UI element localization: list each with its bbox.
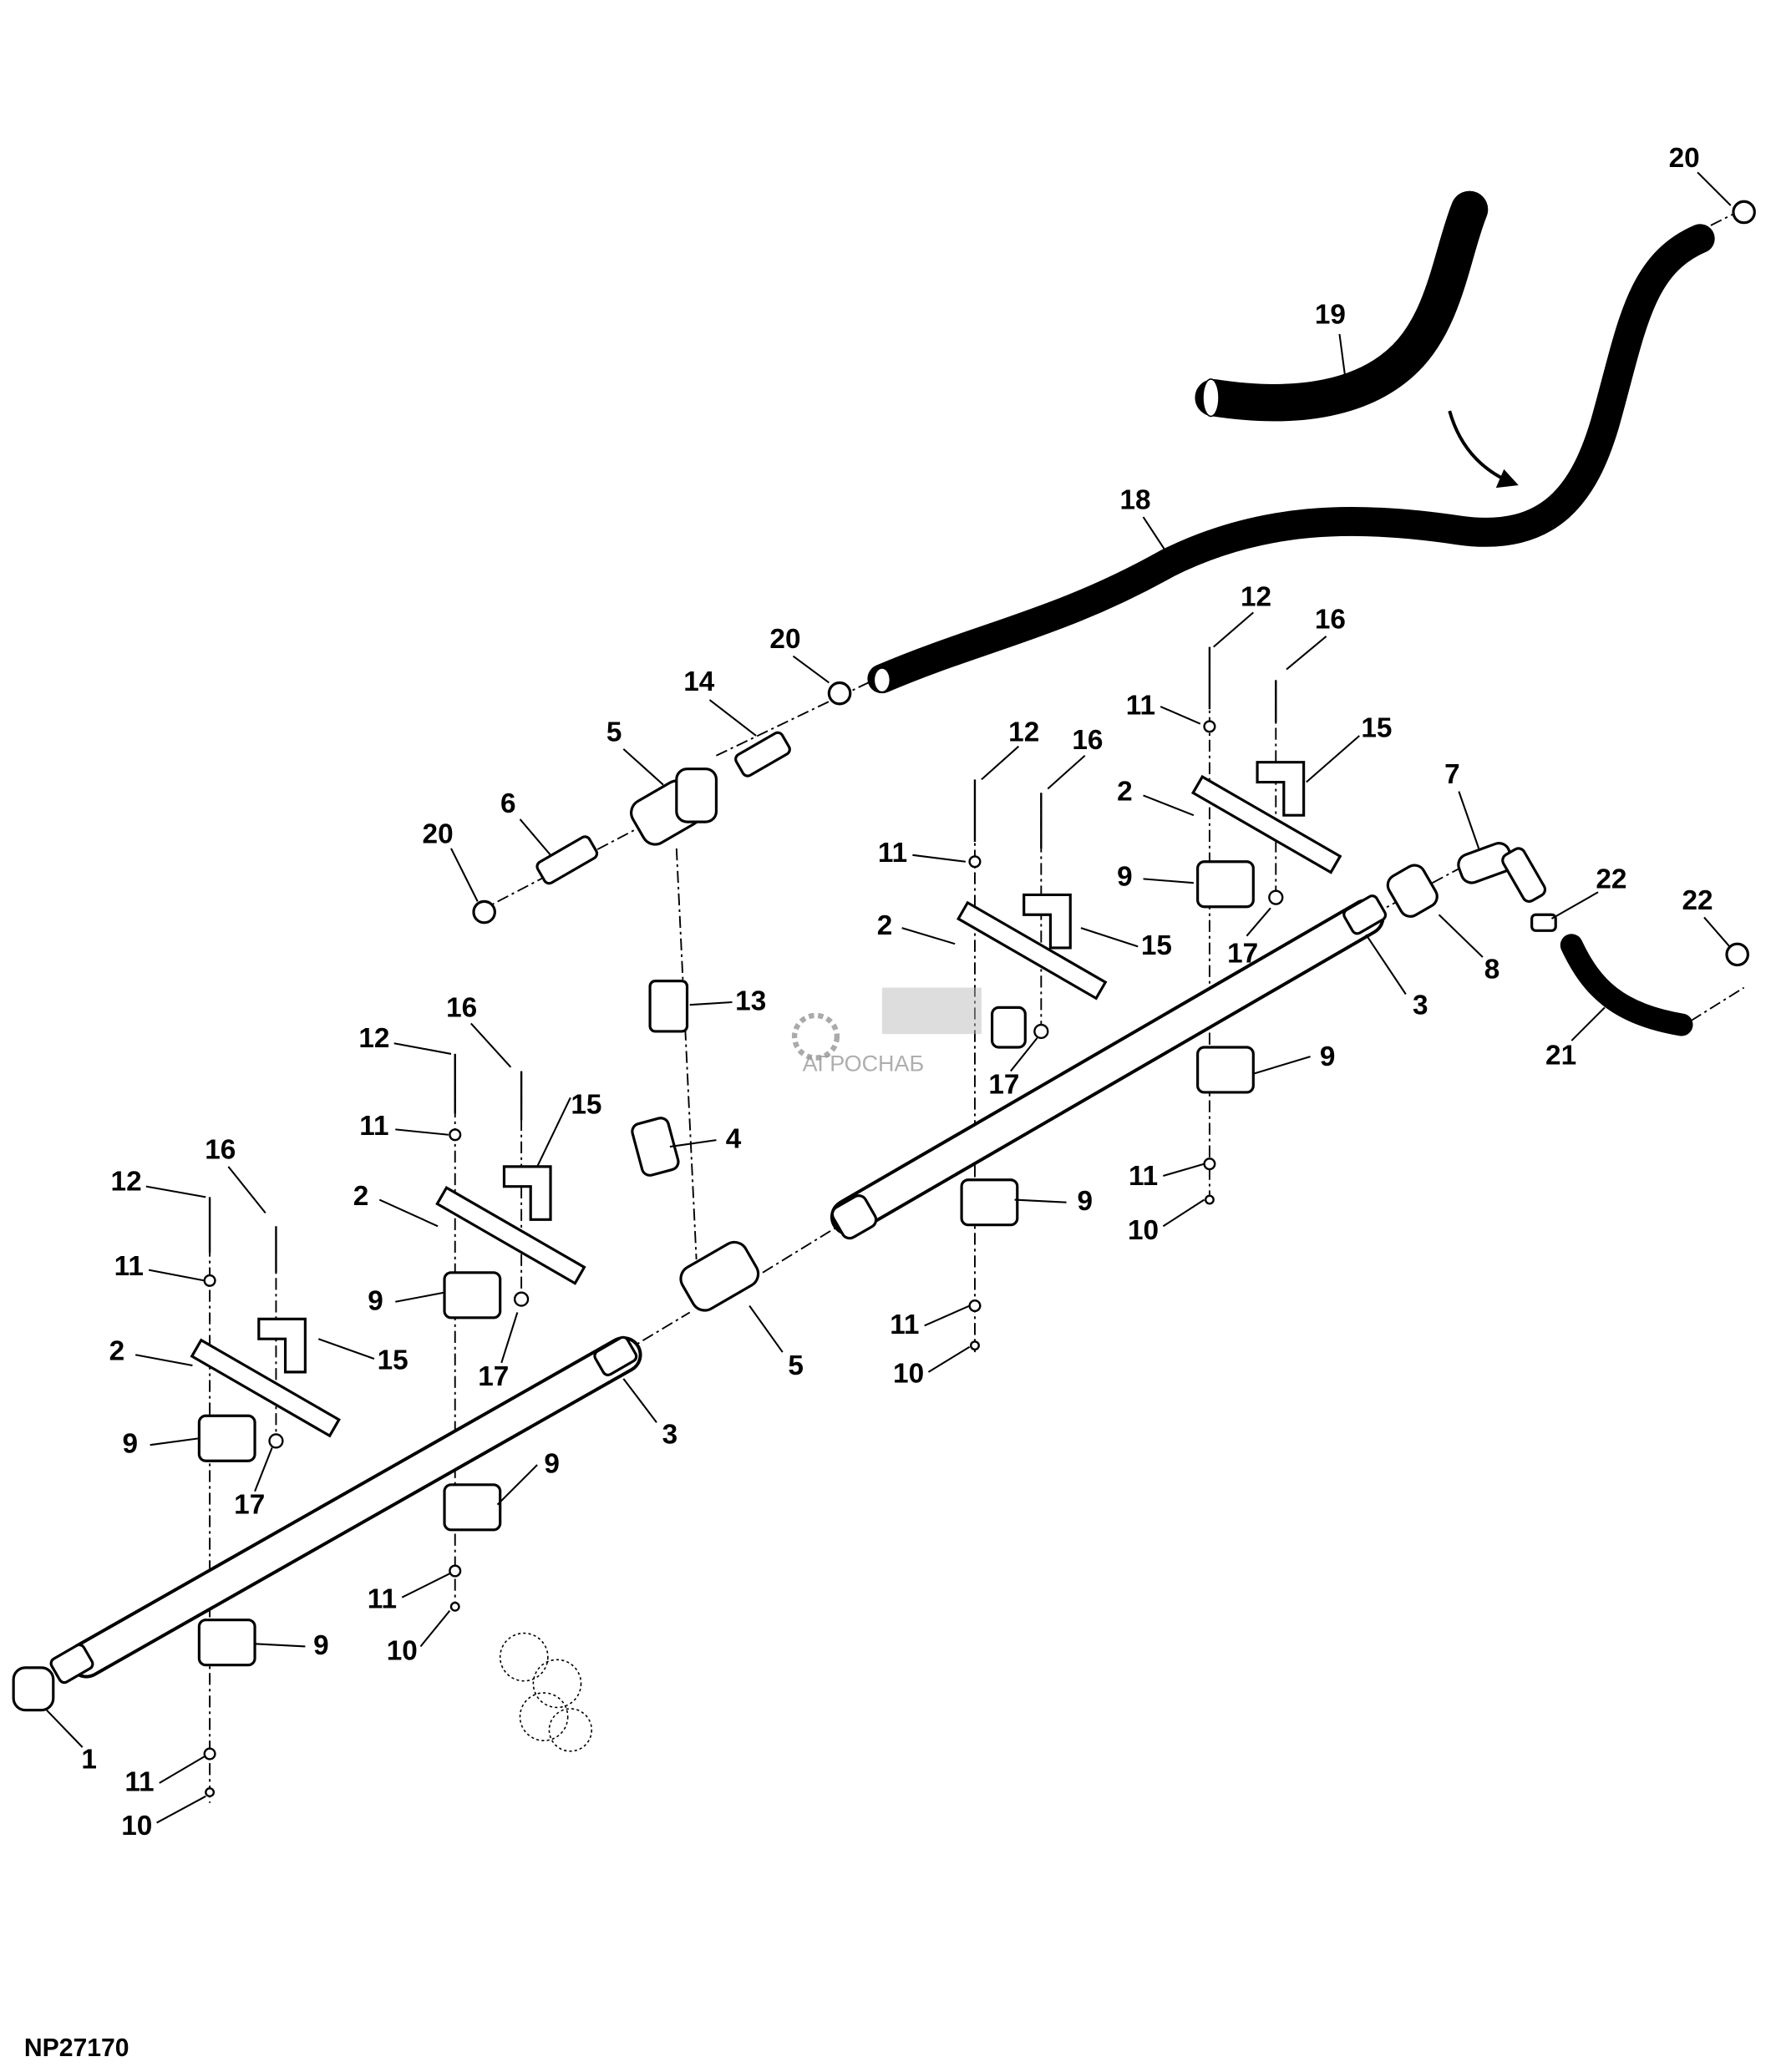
callout: 9 [544,1449,560,1480]
callout: 4 [726,1124,742,1155]
callout: 12 [358,1023,389,1054]
callout: 5 [788,1350,804,1381]
nozzle-cluster [499,1632,593,1752]
svg-text:АГРОСНАБ: АГРОСНАБ [803,1051,925,1077]
callout: 17 [478,1361,509,1392]
callout: 9 [1077,1186,1093,1217]
callout: 2 [109,1336,125,1367]
callout: 16 [205,1134,236,1165]
callout: 5 [606,717,622,747]
callout: 17 [988,1070,1019,1101]
callout: 15 [571,1089,601,1120]
hose-19 [1195,190,1489,422]
arrow-icon [1448,410,1506,482]
callout: 12 [111,1166,142,1197]
watermark-logo: АГРОСНАБ [791,987,982,1077]
callout: 20 [769,624,800,655]
callout: 10 [387,1635,418,1666]
hose-18 [867,224,1715,694]
hose-21 [1560,934,1693,1036]
callout: 3 [1413,990,1428,1021]
callout: 11 [368,1583,397,1614]
callout: 12 [1241,581,1271,612]
callout: 20 [423,819,454,850]
callout: 20 [1669,143,1700,174]
callout: 16 [1072,725,1103,756]
callout: 9 [1117,861,1133,892]
callout: 11 [878,838,907,869]
callout: 9 [123,1429,139,1460]
callout: 9 [1320,1041,1336,1072]
callout: 15 [1141,930,1172,961]
callout: 6 [500,788,516,819]
callout: 18 [1119,485,1150,516]
callout: 2 [877,910,893,941]
callout: 1 [81,1745,97,1776]
callout: 15 [1361,713,1392,744]
callout: 14 [683,666,715,697]
callout: 11 [114,1251,144,1282]
callout: 3 [662,1420,678,1451]
callout: 7 [1444,759,1460,790]
callout: 8 [1484,954,1500,985]
callout: 15 [378,1345,408,1376]
callout: 12 [1008,717,1039,747]
callout: 22 [1596,864,1626,895]
callout: 11 [1129,1161,1158,1192]
fittings [12,200,1756,1712]
callout: 16 [1315,604,1346,635]
callout: 21 [1545,1041,1576,1071]
callout: 22 [1682,885,1713,916]
leader-lines [46,171,1732,1824]
pipe-lower [68,1336,642,1679]
figure-id: NP27170 [24,2034,129,2062]
callout: 11 [359,1111,388,1142]
callout: 9 [368,1285,383,1316]
callout: 11 [124,1766,154,1797]
callout: 16 [446,992,477,1023]
callouts: 20 19 18 20 14 5 12 16 11 15 2 12 16 6 2… [81,143,1713,1841]
callout: 13 [735,986,766,1017]
brackets [190,646,1342,1798]
callout: 19 [1315,299,1346,330]
callout: 9 [313,1630,329,1661]
callout: 17 [1227,938,1258,969]
callout: 2 [353,1181,369,1212]
callout: 10 [1128,1215,1159,1246]
callout: 10 [121,1811,152,1841]
callout: 17 [234,1490,265,1521]
callout: 10 [893,1359,924,1390]
callout: 2 [1117,777,1133,808]
pipe-upper [830,899,1385,1236]
callout: 11 [890,1310,919,1340]
callout: 11 [1126,691,1155,722]
